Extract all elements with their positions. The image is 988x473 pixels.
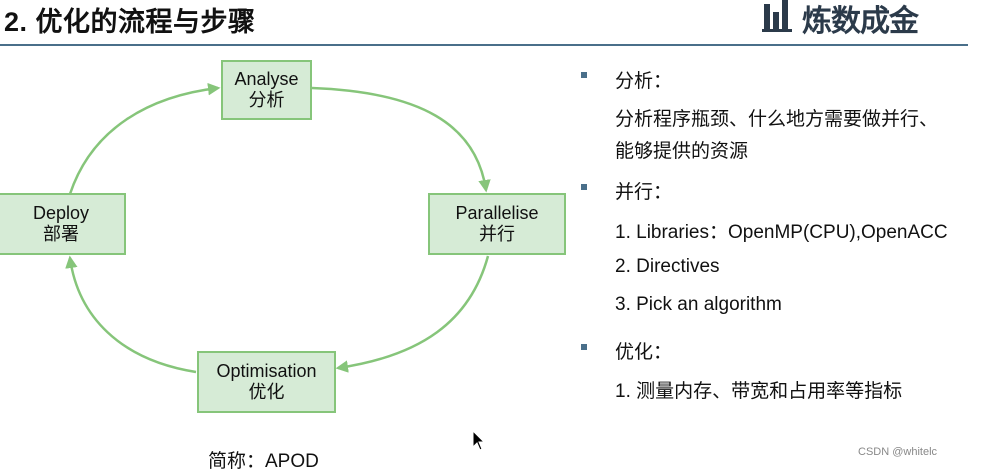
bar-chart-logo-icon [762, 0, 792, 32]
node-optimisation-en: Optimisation [216, 361, 317, 381]
node-optimisation-zh: 优化 [248, 382, 285, 402]
abbreviation-caption: 简称：APOD [208, 451, 319, 472]
node-analyse-zh: 分析 [248, 90, 285, 110]
node-analyse-en: Analyse [234, 69, 299, 89]
node-parallelise-zh: 并行 [479, 224, 515, 244]
arrow-deploy-to-analyse [68, 82, 221, 195]
node-parallelise: Parallelise 并行 [428, 193, 566, 255]
node-deploy: Deploy 部署 [0, 193, 126, 255]
node-analyse: Analyse 分析 [221, 60, 312, 120]
title-divider [0, 44, 968, 46]
section-analyse-line-1: 分析程序瓶颈、什么地方需要做并行、 [615, 109, 939, 130]
section-parallel-line-2: 2. Directives [615, 256, 720, 277]
arrow-optimisation-to-deploy [65, 255, 197, 374]
section-heading-parallel: 并行： [615, 182, 673, 203]
section-parallel-line-1: 1. Libraries：OpenMP(CPU),OpenACC [615, 222, 948, 243]
logo-text: 炼数成金 [802, 5, 919, 36]
bullet-square-icon [581, 72, 587, 78]
node-optimisation: Optimisation 优化 [197, 351, 336, 413]
brand-logo: 炼数成金 [762, 0, 962, 36]
node-deploy-en: Deploy [32, 203, 90, 223]
section-optimise-line-1: 1. 测量内存、带宽和占用率等指标 [615, 381, 903, 402]
mouse-pointer-icon [472, 430, 486, 451]
bullet-square-icon [581, 344, 587, 350]
bullet-square-icon [581, 184, 587, 190]
section-analyse-line-2: 能够提供的资源 [615, 141, 749, 162]
slide-title: 2. 优化的流程与步骤 [4, 7, 256, 37]
arrow-analyse-to-parallelise [311, 86, 491, 193]
node-parallelise-en: Parallelise [455, 203, 539, 223]
watermark: CSDN @whitelc [858, 446, 938, 458]
arrow-parallelise-to-optimisation [335, 255, 490, 373]
cycle-arrows [65, 82, 491, 374]
node-deploy-zh: 部署 [43, 224, 79, 244]
section-parallel-line-3: 3. Pick an algorithm [615, 294, 782, 315]
section-heading-optimise: 优化： [615, 342, 673, 363]
section-heading-analyse: 分析： [615, 71, 673, 92]
